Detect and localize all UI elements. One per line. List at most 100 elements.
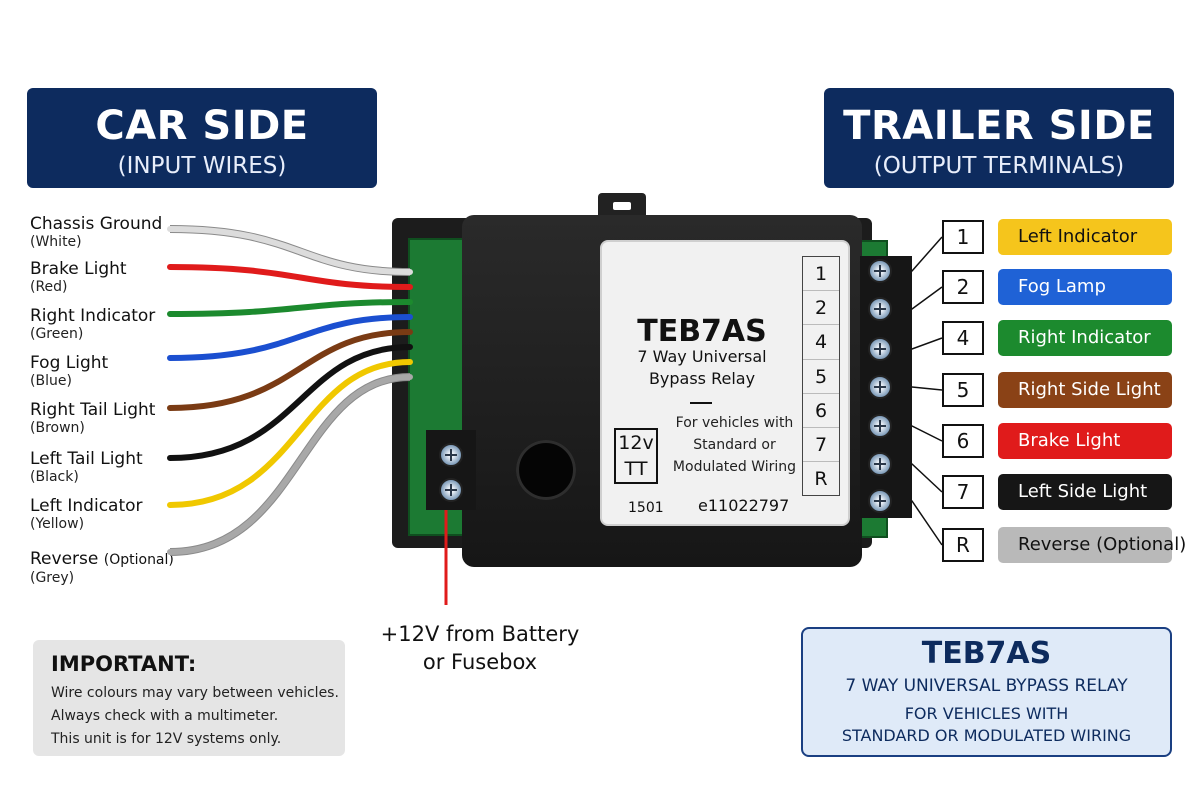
wire-label: Left Tail Light(Black) (30, 449, 143, 486)
input-wire (167, 344, 413, 461)
car-side-title: CAR SIDE (95, 103, 309, 149)
terminal-number: 6 (942, 424, 984, 458)
terminal-function-label: Reverse (Optional) (998, 527, 1186, 563)
wire-name-text: Left Tail Light (30, 449, 143, 469)
power-screw-icon (439, 478, 463, 502)
info-model: TEB7AS (921, 636, 1052, 671)
terminal-number: R (942, 528, 984, 562)
wire-label: Right Indicator(Green) (30, 306, 155, 343)
unit-note-line: Modulated Wiring (672, 459, 797, 475)
label-pin-number: 2 (803, 291, 839, 326)
unit-desc-line: Bypass Relay (648, 369, 756, 388)
label-pin-number: 6 (803, 394, 839, 428)
trailer-side-title: TRAILER SIDE (843, 103, 1155, 149)
info-note: FOR VEHICLES WITH STANDARD OR MODULATED … (803, 703, 1170, 747)
terminal-function-label: Left Side Light (998, 474, 1172, 510)
wire-name-text: Reverse (30, 549, 99, 569)
wire-name: Right Indicator (30, 306, 155, 326)
unit-note-line: Standard or (693, 437, 776, 453)
unit-description: 7 Way Universal Bypass Relay (602, 346, 802, 390)
important-line: This unit is for 12V systems only. (51, 731, 282, 747)
terminal-screw-icon (868, 337, 892, 361)
terminal-number: 4 (942, 321, 984, 355)
wire-name: Left Tail Light (30, 449, 143, 469)
wire-name-text: Fog Light (30, 353, 109, 373)
wire-name: Fog Light (30, 353, 108, 373)
input-wire (167, 374, 413, 555)
wire-name: Left Indicator (30, 496, 143, 516)
terminal-number: 2 (942, 270, 984, 304)
input-wire (167, 264, 413, 290)
car-side-subtitle: (INPUT WIRES) (117, 153, 287, 179)
wire-name-text: Right Indicator (30, 306, 156, 326)
power-wire-line: or Fusebox (422, 650, 538, 674)
voltage-type-text: TT (624, 458, 648, 480)
wire-name: Right Tail Light (30, 400, 155, 420)
info-note-line: FOR VEHICLES WITH (904, 704, 1069, 723)
terminal-screw-icon (868, 414, 892, 438)
mounting-hole (516, 440, 576, 500)
info-note-line: STANDARD OR MODULATED WIRING (841, 726, 1132, 745)
important-line: Always check with a multimeter. (51, 708, 279, 724)
important-box: IMPORTANT: Wire colours may vary between… (33, 640, 345, 756)
wire-colour: (Yellow) (30, 516, 85, 532)
power-screw-icon (439, 443, 463, 467)
important-title: IMPORTANT: (51, 652, 197, 676)
label-pin-number: 4 (803, 325, 839, 360)
terminal-function-label: Fog Lamp (998, 269, 1172, 305)
trailer-side-subtitle: (OUTPUT TERMINALS) (873, 153, 1125, 179)
wire-name-text: Brake Light (30, 259, 127, 279)
wire-label: Brake Light(Red) (30, 259, 127, 296)
car-side-header: CAR SIDE (INPUT WIRES) (27, 88, 377, 188)
wire-label: Reverse (Optional) (Grey) (30, 549, 174, 587)
wire-name-text: Right Tail Light (30, 400, 156, 420)
terminal-function-label: Left Indicator (998, 219, 1172, 255)
wire-colour: (Black) (30, 469, 79, 485)
unit-desc-line: 7 Way Universal (637, 347, 767, 366)
label-pin-number: 7 (803, 428, 839, 463)
label-pin-number: R (814, 468, 828, 491)
power-wire-line: +12V from Battery (380, 622, 580, 646)
input-wire (167, 329, 413, 411)
wire-colour: (Green) (30, 326, 84, 342)
wire-name-text: Chassis Ground (30, 214, 163, 234)
voltage-box: 12v TT (614, 428, 658, 484)
terminal-function-label: Right Indicator (998, 320, 1172, 356)
wire-label: Fog Light(Blue) (30, 353, 108, 390)
wire-name: Chassis Ground (30, 214, 162, 234)
wire-name: Brake Light (30, 259, 127, 279)
wire-colour: (Blue) (30, 373, 72, 389)
input-wire (167, 226, 413, 275)
label-pin-number: 5 (803, 360, 839, 394)
label-divider (690, 402, 712, 404)
important-line: Wire colours may vary between vehicles. (51, 685, 339, 701)
terminal-function-label: Right Side Light (998, 372, 1172, 408)
label-pin-number: 1 (803, 257, 839, 292)
power-wire-label: +12V from Battery or Fusebox (376, 620, 584, 676)
wire-optional-text: (Optional) (103, 552, 174, 568)
mounting-clip (598, 193, 646, 219)
terminal-screw-icon (868, 375, 892, 399)
product-info-box: TEB7AS 7 WAY UNIVERSAL BYPASS RELAY FOR … (801, 627, 1172, 757)
wire-colour: (White) (30, 234, 82, 250)
input-wire (167, 314, 413, 361)
wire-colour: (Brown) (30, 420, 85, 436)
terminal-screw-icon (868, 297, 892, 321)
terminal-screw-icon (868, 259, 892, 283)
wire-colour: (Red) (30, 279, 68, 295)
terminal-number: 1 (942, 220, 984, 254)
unit-code: 1501 (628, 500, 664, 516)
terminal-number: 5 (942, 373, 984, 407)
wire-colour: (Grey) (30, 570, 75, 586)
terminal-screw-icon (868, 452, 892, 476)
unit-label: TEB7AS 7 Way Universal Bypass Relay For … (600, 240, 850, 526)
terminal-screw-icon (868, 489, 892, 513)
input-wire (167, 359, 413, 508)
input-wire (167, 299, 413, 317)
unit-note: For vehicles with Standard or Modulated … (672, 412, 797, 478)
info-description: 7 WAY UNIVERSAL BYPASS RELAY (845, 676, 1128, 696)
wire-name-text: Left Indicator (30, 496, 143, 516)
unit-note-line: For vehicles with (675, 415, 794, 431)
terminal-function-label: Brake Light (998, 423, 1172, 459)
